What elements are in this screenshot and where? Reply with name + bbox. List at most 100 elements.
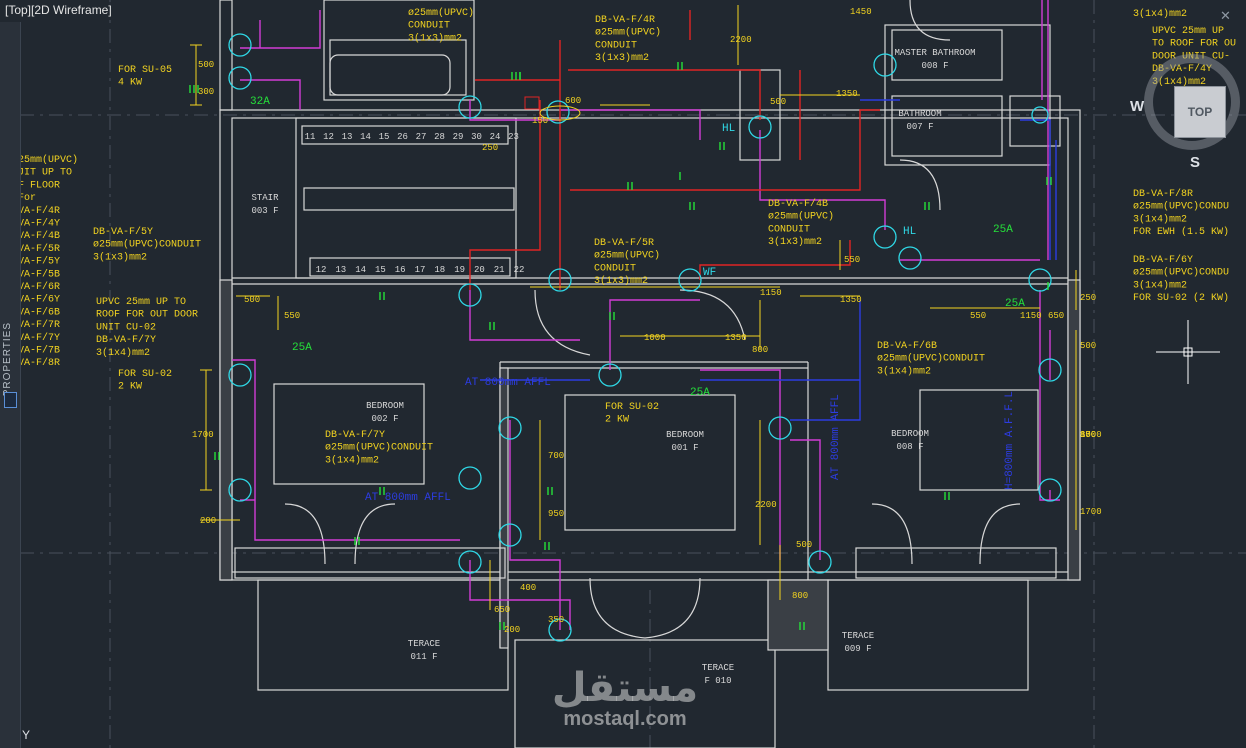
circuit-label[interactable]: 4 KW (118, 78, 142, 89)
circuit-label[interactable]: VA-F/6Y (18, 294, 60, 306)
circuit-label[interactable]: FOR SU-02 (605, 402, 659, 413)
stair-step-number[interactable]: 23 (508, 132, 519, 142)
circuit-label[interactable]: VA-F/6B (18, 306, 60, 318)
circuit-label[interactable]: ROOF FOR OUT DOOR (96, 310, 198, 321)
circuit-label[interactable]: FOR SU-02 (2 KW) (1133, 292, 1229, 304)
circuit-label[interactable]: 3(1x4)mm2 (325, 454, 379, 466)
circuit-label[interactable]: 3(1x3)mm2 (595, 52, 649, 64)
dimension-label[interactable]: 2200 (730, 35, 752, 45)
dimension-label[interactable]: 800 (752, 345, 768, 355)
circuit-label[interactable]: VA-F/4B (18, 230, 60, 242)
dimension-label[interactable]: 500 (198, 60, 214, 70)
room-name[interactable]: BATHROOM (898, 109, 941, 119)
compass-west-label[interactable]: W (1130, 98, 1145, 115)
device-label[interactable]: 25A (993, 224, 1013, 236)
circuit-label[interactable]: VA-F/5B (18, 268, 60, 280)
room-tag[interactable]: 008 F (896, 442, 923, 452)
circuit-label[interactable]: F FLOOR (18, 180, 60, 191)
mounting-height-note[interactable]: AT 800mm AFFL (465, 377, 551, 389)
dimension-label[interactable]: 150 (532, 116, 548, 126)
room-name[interactable]: BEDROOM (666, 430, 704, 440)
mounting-height-note[interactable]: H=800mm A.F.F.L (1004, 391, 1016, 490)
compass-south-label[interactable]: S (1190, 154, 1201, 171)
dimension-label[interactable]: 2200 (755, 500, 777, 510)
dimension-label[interactable]: 550 (970, 311, 986, 321)
circuit-label[interactable]: DB-VA-F/5Y (93, 226, 153, 238)
circuit-label[interactable]: UPVC 25mm UP (1152, 26, 1224, 37)
stair-step-number[interactable]: 12 (323, 132, 334, 142)
circuit-label[interactable]: UNIT CU-02 (96, 322, 156, 333)
circuit-label[interactable]: FOR EWH (1.5 KW) (1133, 226, 1229, 238)
room-tag[interactable]: 003 F (251, 206, 278, 216)
circuit-label[interactable]: CONDUIT (768, 224, 810, 235)
stair-step-number[interactable]: 21 (494, 265, 505, 275)
circuit-label[interactable]: 3(1x3)mm2 (594, 275, 648, 287)
stair-step-number[interactable]: 14 (360, 132, 371, 142)
dimension-label[interactable]: 600 (565, 96, 581, 106)
stair-step-number[interactable]: 17 (415, 265, 426, 275)
dimension-label[interactable]: 500 (1080, 341, 1096, 351)
dimension-label[interactable]: 500 (770, 97, 786, 107)
dimension-label[interactable]: 500 (796, 540, 812, 550)
mounting-height-note[interactable]: AT 800mm AFFL (365, 492, 451, 504)
dimension-label[interactable]: 400 (520, 583, 536, 593)
circuit-label[interactable]: TO ROOF FOR OU (1152, 39, 1236, 50)
room-name[interactable]: TERACE (702, 663, 734, 673)
device-label[interactable]: 25A (292, 342, 312, 354)
compass-ring[interactable] (1144, 54, 1240, 150)
circuit-label[interactable]: VA-F/4R (18, 205, 60, 217)
room-name[interactable]: BEDROOM (891, 429, 929, 439)
circuit-label[interactable]: ø25mm(UPVC) (768, 211, 834, 223)
mounting-height-note[interactable]: AT 800mm AFFL (830, 394, 842, 480)
dimension-label[interactable]: 250 (482, 143, 498, 153)
circuit-label[interactable]: DB-VA-F/4R (595, 14, 655, 26)
stair-step-number[interactable]: 24 (490, 132, 501, 142)
circuit-label[interactable]: 3(1x4)mm2 (1133, 213, 1187, 225)
circuit-label[interactable]: VA-F/7B (18, 345, 60, 357)
room-name[interactable]: BEDROOM (366, 401, 404, 411)
stair-step-number[interactable]: 11 (305, 132, 316, 142)
circuit-label[interactable]: DB-VA-F/5R (594, 237, 654, 249)
stair-step-number[interactable]: 20 (474, 265, 485, 275)
stair-step-number[interactable]: 26 (397, 132, 408, 142)
stair-step-number[interactable]: 29 (453, 132, 464, 142)
device-label[interactable]: 25A (690, 387, 710, 399)
dimension-label[interactable]: 950 (548, 509, 564, 519)
dimension-label[interactable]: 1350 (840, 295, 862, 305)
stair-step-number[interactable]: 16 (395, 265, 406, 275)
dimension-label[interactable]: 1700 (192, 430, 214, 440)
circuit-label[interactable]: VA-F/7Y (18, 332, 60, 344)
room-name[interactable]: TERACE (408, 639, 440, 649)
dimension-label[interactable]: 800 (1080, 430, 1096, 440)
circuit-label[interactable]: JIT UP TO (18, 168, 72, 179)
stair-step-number[interactable]: 15 (379, 132, 390, 142)
device-label[interactable]: HL (903, 226, 916, 238)
stair-step-number[interactable]: 28 (434, 132, 445, 142)
viewcube[interactable]: TOP W S (1130, 54, 1246, 180)
circuit-label[interactable]: FOR SU-05 (118, 65, 172, 76)
circuit-label[interactable]: DB-VA-F/7Y (325, 429, 385, 441)
circuit-label[interactable]: ø25mm(UPVC)CONDU (1133, 201, 1229, 213)
properties-icon[interactable] (4, 392, 17, 408)
circuit-label[interactable]: 3(1x4)mm2 (96, 347, 150, 359)
device-label[interactable]: 32A (250, 96, 270, 108)
circuit-label[interactable]: For (18, 193, 36, 204)
stair-step-number[interactable]: 30 (471, 132, 482, 142)
dimension-label[interactable]: 550 (284, 311, 300, 321)
circuit-label[interactable]: 3(1x3)mm2 (768, 236, 822, 248)
dimension-label[interactable]: 1700 (1080, 507, 1102, 517)
dimension-label[interactable]: 250 (1080, 293, 1096, 303)
circuit-label[interactable]: DB-VA-F/4B (768, 198, 828, 210)
circuit-label[interactable]: ø25mm(UPVC)CONDUIT (325, 442, 433, 454)
circuit-label[interactable]: VA-F/5Y (18, 256, 60, 268)
stair-step-number[interactable]: 13 (342, 132, 353, 142)
circuit-label[interactable]: ø25mm(UPVC) (408, 7, 474, 19)
room-tag[interactable]: 008 F (921, 61, 948, 71)
circuit-label[interactable]: VA-F/4Y (18, 218, 60, 230)
viewcube-top-face[interactable]: TOP (1174, 86, 1226, 138)
circuit-label[interactable]: ø25mm(UPVC)CONDU (1133, 267, 1229, 279)
circuit-label[interactable]: CONDUIT (595, 40, 637, 51)
dimension-label[interactable]: 550 (844, 255, 860, 265)
dimension-label[interactable]: 500 (244, 295, 260, 305)
dimension-label[interactable]: 200 (200, 516, 216, 526)
